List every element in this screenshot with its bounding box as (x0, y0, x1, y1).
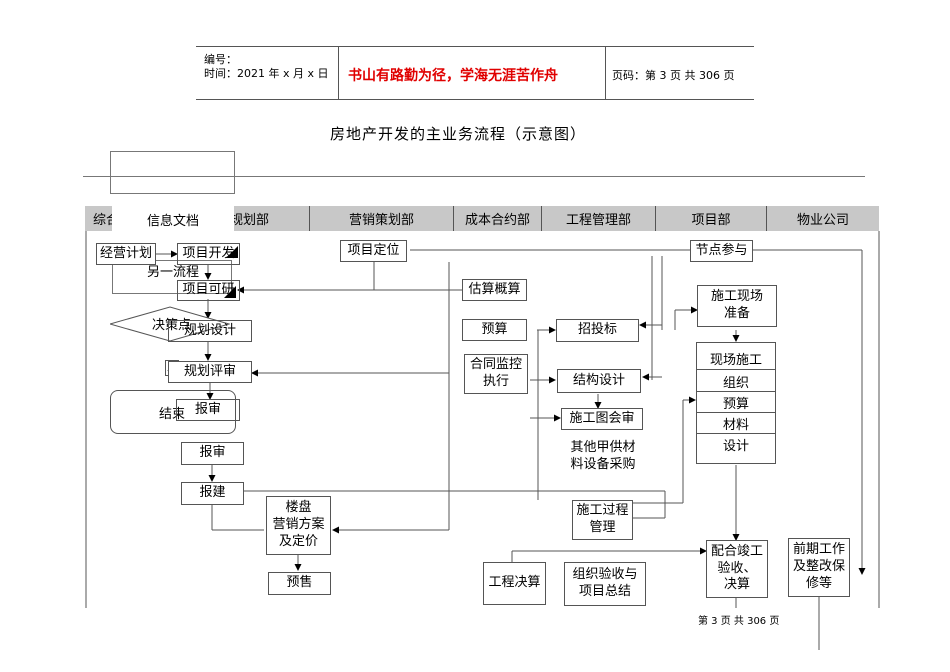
legend-decision-label: 决策点 (152, 318, 192, 333)
dept-cost: 成本合约部 (454, 206, 542, 231)
node-structural-design: 结构设计 (557, 369, 641, 393)
decision-diamond-icon (110, 306, 230, 342)
site-divider-3 (697, 412, 775, 413)
top-rule (83, 176, 865, 177)
site-design: 设计 (722, 439, 749, 454)
node-approval-2: 报审 (181, 442, 244, 465)
node-budget: 预算 (462, 319, 527, 341)
node-construction-permit: 报建 (181, 482, 244, 505)
site-budget: 预算 (722, 397, 749, 412)
node-site-construction: 现场施工 组织 预算 材料 设计 (696, 342, 776, 464)
site-material: 材料 (722, 418, 749, 433)
site-divider-2 (697, 391, 775, 392)
node-planning-review: 规划评审 (168, 361, 252, 383)
page-title: 房地产开发的主业务流程（示意图） (330, 125, 587, 143)
node-participation: 节点参与 (690, 240, 753, 262)
legend-end-label: 结束 (159, 407, 186, 422)
node-planning-design: 规划设计 (168, 320, 252, 342)
header-motto: 书山有路勤为径，学海无涯苦作舟 (348, 68, 558, 84)
node-business-plan: 经营计划 (96, 243, 156, 265)
site-divider-4 (697, 433, 775, 434)
node-procurement: 其他甲供材 料设备采购 (563, 436, 643, 477)
legend-frame (110, 151, 235, 194)
legend-another-flow: 另一流程 (112, 260, 232, 294)
node-bidding: 招投标 (556, 319, 639, 342)
header-divider-1 (338, 47, 339, 99)
legend-end: 结束 (110, 390, 236, 434)
node-approval-1: 报审 (176, 399, 240, 421)
site-construction-title: 现场施工 (709, 353, 762, 368)
node-completion-acceptance: 配合竣工 验收、 决算 (706, 540, 768, 598)
node-project-positioning: 项目定位 (340, 240, 407, 262)
node-acceptance-summary: 组织验收与 项目总结 (564, 562, 646, 606)
header-page: 页码：第 3 页 共 306 页 (612, 69, 735, 82)
header-number: 编号： (204, 53, 237, 66)
node-drawing-review: 施工图会审 (561, 408, 643, 430)
node-contract-monitoring: 合同监控 执行 (464, 354, 528, 394)
node-process-management: 施工过程 管理 (572, 500, 633, 540)
header-table: 编号： 时间：2021 年 x 月 x 日 书山有路勤为径，学海无涯苦作舟 页码… (196, 46, 754, 100)
dept-property: 物业公司 (767, 206, 879, 231)
node-estimate: 估算概算 (462, 279, 527, 301)
node-marketing-plan: 楼盘 营销方案 及定价 (266, 496, 331, 555)
legend-info-doc: 信息文档 (112, 200, 234, 244)
node-feasibility: 项目可研 (177, 280, 240, 301)
dept-project: 项目部 (656, 206, 767, 231)
node-site-preparation: 施工现场 准备 (697, 285, 777, 327)
header-time: 时间：2021 年 x 月 x 日 (204, 67, 329, 80)
page-footer: 第 3 页 共 306 页 (698, 616, 780, 627)
dept-marketing: 营销策划部 (310, 206, 454, 231)
node-presale: 预售 (268, 572, 331, 595)
node-project-development: 项目开发 (177, 243, 240, 265)
node-final-settlement: 工程决算 (483, 562, 546, 605)
legend-decision-point: 决策点 (110, 306, 230, 342)
dept-engineering: 工程管理部 (542, 206, 656, 231)
header-divider-2 (605, 47, 606, 99)
node-property-works: 前期工作 及整改保 修等 (788, 538, 850, 597)
site-org: 组织 (722, 376, 749, 391)
site-divider-1 (697, 369, 775, 370)
